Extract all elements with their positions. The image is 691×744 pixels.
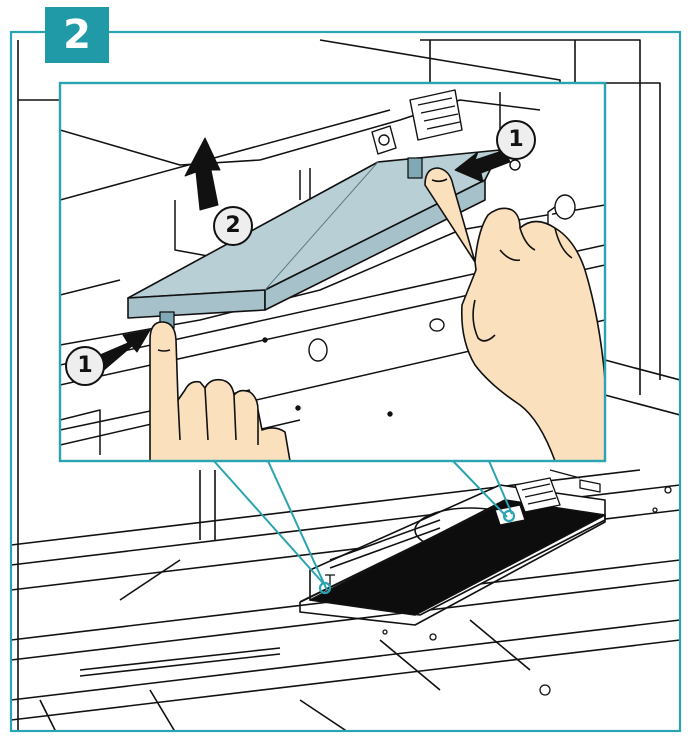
grease-filter	[299, 499, 606, 626]
inset-connector	[371, 89, 531, 171]
zoom-callout-lines	[213, 460, 516, 595]
callout-1-left: 1	[65, 346, 105, 386]
step-number-badge: 2	[63, 12, 91, 58]
screws	[382, 469, 672, 696]
filter-cover-panel	[127, 149, 501, 329]
left-hand	[149, 321, 291, 461]
arrow-up-icon	[184, 137, 221, 211]
arrow-push-icon	[454, 149, 511, 183]
zoom-inset-border	[58, 81, 607, 463]
callout-2-lift: 2	[213, 206, 253, 246]
connector	[325, 477, 561, 590]
right-hand	[424, 167, 605, 461]
inset-knobs	[157, 194, 576, 446]
frame-border	[9, 30, 682, 733]
step-badge-background	[45, 7, 109, 63]
cabinet-frame	[17, 39, 680, 731]
callout-1-right: 1	[496, 120, 536, 160]
arrow-push-icon	[99, 329, 151, 371]
